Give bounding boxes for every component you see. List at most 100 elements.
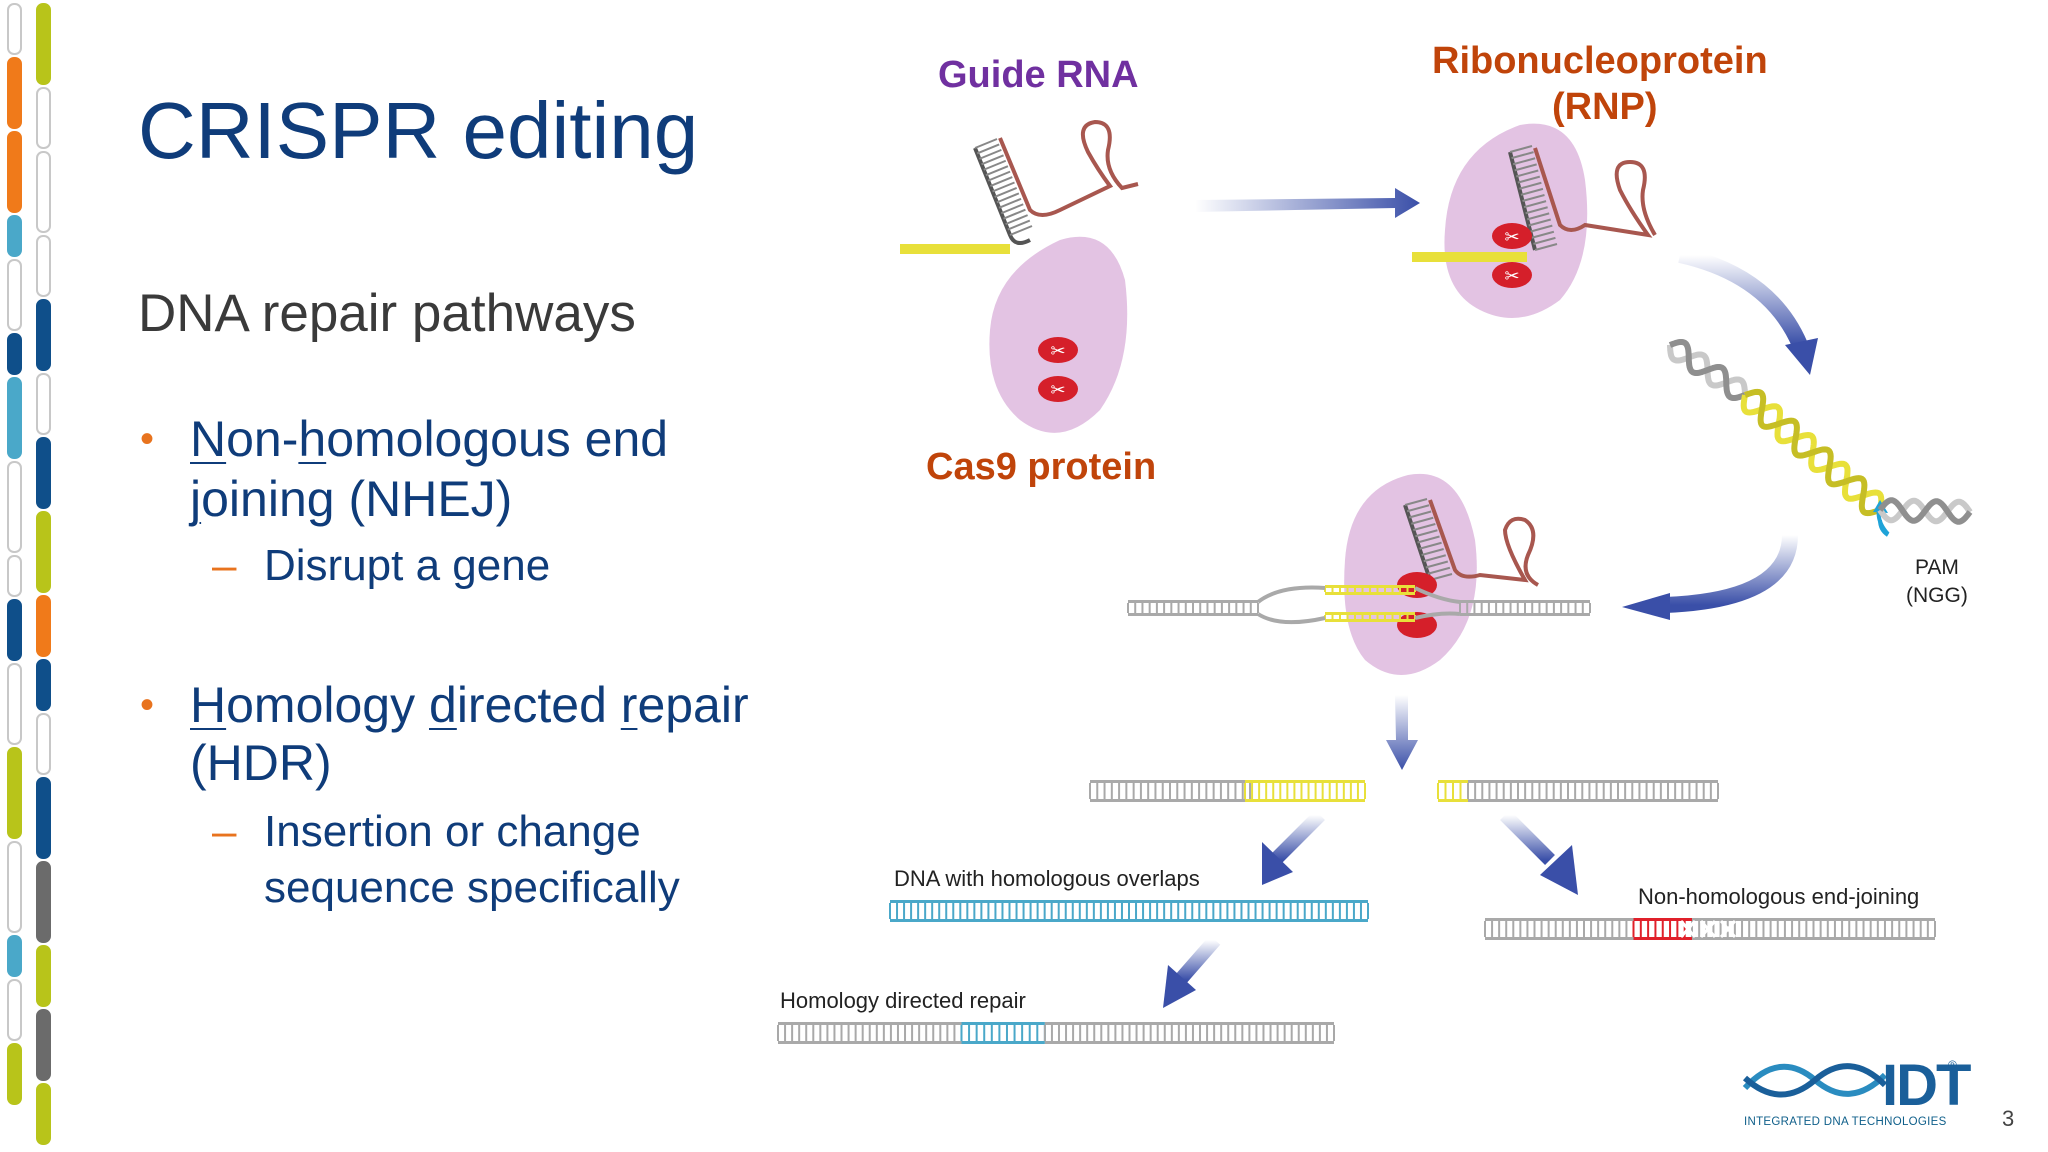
bullet-nhej-line2: joining (NHEJ)	[190, 468, 512, 530]
double-strand-break	[1089, 780, 1719, 802]
base-pair-rung	[1528, 218, 1552, 227]
cleaved-dna-strands	[1127, 585, 1591, 625]
base-pair-rung	[1415, 529, 1438, 538]
arrow-to-hdr-template	[1262, 810, 1325, 885]
base-pair-rung	[978, 148, 1002, 160]
chromosome-segment	[7, 333, 22, 375]
base-pair-rung	[983, 159, 1007, 171]
dna-backbone	[1633, 937, 1692, 940]
guide-rna-icon	[900, 119, 1139, 254]
chromosome-segment	[36, 861, 51, 943]
nhej-label: Non-homologous end-joining	[1638, 884, 1920, 909]
dna-backbone	[1245, 799, 1365, 802]
underlined-letter: d	[429, 677, 457, 733]
chromosome-segment	[36, 777, 51, 859]
base-pair-rung	[974, 138, 998, 149]
chromosome-segment	[36, 945, 51, 1007]
base-pair-rung	[985, 165, 1009, 177]
base-pair-rung	[1515, 169, 1539, 178]
dna-backbone	[1090, 780, 1250, 783]
base-pair-rung	[1509, 145, 1533, 153]
pam-line1: PAM	[1914, 556, 1959, 579]
dna-backbone	[1245, 780, 1365, 783]
bullet-dot: •	[140, 683, 155, 727]
base-pair-rung	[1519, 181, 1542, 190]
chromosome-segment	[36, 87, 51, 149]
hdr-template-label: DNA with homologous overlaps	[894, 866, 1200, 891]
chromosome-segment	[7, 935, 22, 977]
base-pair-rung	[1520, 187, 1544, 196]
base-pair-rung	[1007, 219, 1031, 231]
chromosome-segment	[7, 57, 22, 129]
base-pair-rung	[1421, 548, 1444, 556]
dna-backbone	[1460, 613, 1590, 616]
cleavage-complex-icon	[1127, 473, 1591, 675]
chromosome-segment	[7, 131, 22, 213]
base-pair-rung	[1413, 523, 1436, 531]
base-pair-rung	[1517, 175, 1541, 184]
idt-trademark: ®	[1948, 1058, 1957, 1072]
arrow-to-target-dna	[1678, 247, 1818, 375]
chromosome-segment	[7, 259, 22, 331]
dna-backbone	[778, 1041, 962, 1044]
dna-backbone	[1325, 592, 1415, 595]
base-pair-rung	[1423, 554, 1447, 563]
chromosome-segment	[7, 747, 22, 839]
chromosome-segment	[7, 555, 22, 597]
base-pair-rung	[1005, 214, 1029, 226]
chromosome-segment	[36, 713, 51, 775]
base-pair-rung	[994, 187, 1018, 198]
dna-backbone	[778, 1022, 962, 1025]
text-part: on-	[226, 411, 299, 467]
base-pair-rung	[987, 170, 1011, 182]
text-part: oining (NHEJ)	[201, 471, 513, 527]
cas9-label: Cas9 protein	[926, 446, 1157, 488]
arrow-to-dsb	[1386, 695, 1418, 770]
scissors-icon	[1492, 262, 1532, 288]
base-pair-rung	[1427, 566, 1451, 575]
base-pair-rung	[1533, 236, 1556, 245]
chromosome-segment	[36, 659, 51, 711]
page-number: 3	[2002, 1106, 2015, 1131]
bullet-hdr-line2: (HDR)	[190, 735, 332, 791]
chromosome-segment	[7, 3, 22, 55]
pam-line2: (NGG)	[1906, 584, 1968, 607]
rnp-label-line2: (RNP)	[1552, 86, 1658, 128]
target-dna-helix	[1667, 339, 1973, 537]
guide-rna-rungs	[974, 138, 1033, 236]
chromosome-segment	[7, 1043, 22, 1105]
dna-bubble	[1414, 586, 1461, 620]
dna-backbone	[1128, 600, 1258, 603]
dna-backbone	[1438, 799, 1468, 802]
base-pair-rung	[1531, 230, 1555, 239]
svg-text:✂: ✂	[1504, 227, 1519, 248]
bullet-dot: •	[140, 417, 155, 461]
dna-bubble	[1256, 585, 1326, 625]
chromosome-segment	[7, 377, 22, 459]
underlined-letter: H	[190, 677, 227, 733]
dna-backbone	[1325, 619, 1415, 622]
indel-mark	[1679, 920, 1697, 938]
decorative-chromosome-strip	[7, 3, 51, 1145]
nhej-result-dna	[1484, 918, 1936, 940]
arrow-to-hdr-result	[1163, 935, 1221, 1008]
idt-logo-icon	[1742, 1063, 1888, 1098]
dna-backbone	[1044, 1022, 1334, 1025]
dna-backbone	[890, 900, 1368, 903]
arrow-to-rnp	[1195, 188, 1420, 218]
scissors-icon	[1492, 223, 1532, 249]
indel-mark	[1719, 920, 1737, 938]
chromosome-segment	[36, 3, 51, 85]
base-pair-rung	[1512, 157, 1536, 166]
rnp-label-line1: Ribonucleoprotein	[1432, 40, 1768, 82]
cas9-protein-icon: ✂ ✂	[989, 236, 1128, 433]
hdr-label: Homology directed repair	[780, 988, 1026, 1013]
chromosome-segment	[36, 595, 51, 657]
sub-bullet-dash: –	[212, 807, 237, 856]
hdr-result-dna	[777, 1022, 1335, 1044]
svg-text:✂: ✂	[1504, 266, 1519, 287]
dna-backbone	[961, 1022, 1045, 1025]
underlined-letter: r	[620, 677, 638, 733]
dna-backbone	[890, 919, 1368, 922]
